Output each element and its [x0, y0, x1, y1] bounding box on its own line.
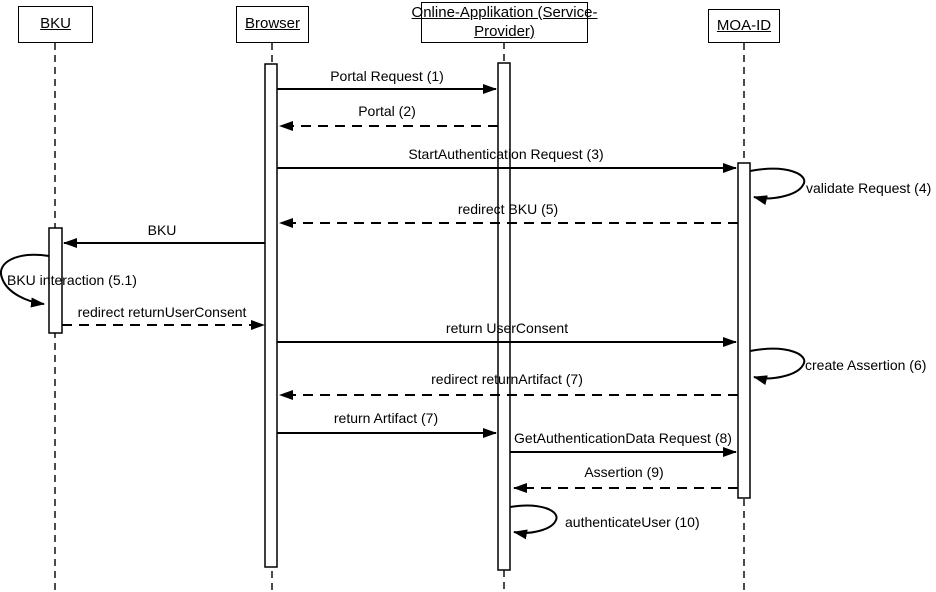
message-label-portal-response: Portal (2): [358, 103, 416, 119]
message-label-redirect-return-userconsent: redirect returnUserConsent: [77, 304, 247, 320]
actor-label-moa-id: MOA-ID: [716, 16, 772, 34]
message-label-assertion: Assertion (9): [584, 464, 664, 480]
message-label-bku: BKU: [147, 222, 177, 238]
loop-bku-interaction: [0, 253, 50, 308]
activation-bar-bku: [48, 227, 63, 334]
message-label-redirect-bku: redirect BKU (5): [457, 201, 559, 217]
message-label-portal-request: Portal Request (1): [330, 68, 444, 84]
loop-validate-request: [749, 167, 806, 205]
loop-create-assertion: [749, 347, 806, 385]
activation-bar-online-app: [497, 62, 511, 571]
activation-bar-moa-id: [737, 162, 751, 499]
message-label-return-userconsent: return UserConsent: [445, 320, 569, 336]
actor-label-bku: BKU: [40, 15, 71, 33]
actor-label-online-app-line1: Online-Applikation (Service-: [411, 3, 598, 21]
message-label-get-authentication-data-request: GetAuthenticationData Request (8): [514, 430, 732, 446]
message-label-redirect-return-artifact: redirect returnArtifact (7): [431, 371, 583, 387]
message-label-create-assertion: create Assertion (6): [805, 357, 927, 373]
message-label-start-authentication-request: StartAuthentication Request (3): [408, 146, 604, 162]
activation-bar-browser: [264, 63, 278, 568]
loop-authenticate-user: [509, 504, 558, 540]
actor-label-online-app-line2: Provider): [474, 22, 535, 40]
message-label-authenticate-user: authenticateUser (10): [565, 514, 700, 530]
actor-box-online-app: Online-Applikation (Service- Provider): [412, 2, 597, 43]
message-label-validate-request: validate Request (4): [806, 180, 932, 196]
actor-box-browser: Browser: [236, 6, 309, 43]
actor-box-moa-id: MOA-ID: [708, 9, 780, 43]
message-label-bku-interaction: BKU interaction (5.1): [7, 272, 137, 288]
message-label-return-artifact: return Artifact (7): [333, 410, 439, 426]
actor-box-bku: BKU: [18, 6, 93, 43]
actor-label-browser: Browser: [244, 15, 300, 33]
